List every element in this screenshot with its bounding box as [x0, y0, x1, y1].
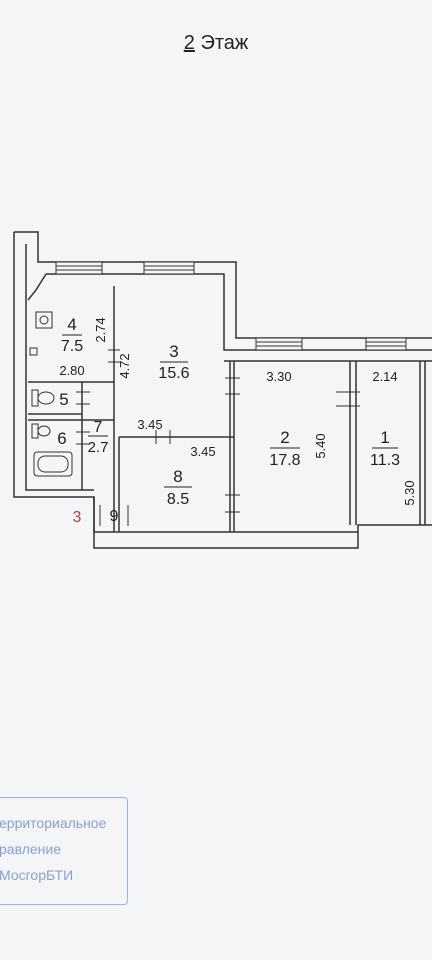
window [143, 261, 195, 275]
room-area: 17.8 [269, 452, 300, 469]
room-number: 3 [169, 342, 178, 361]
dimension-label: 2.14 [372, 369, 397, 384]
sink-icon [31, 423, 51, 439]
doors [76, 349, 360, 526]
door [76, 391, 90, 405]
pipe-icon [29, 347, 38, 356]
entry-marker: 3 [73, 509, 82, 526]
toilet-icon [31, 389, 55, 407]
door [108, 349, 120, 363]
bathtub-icon [33, 451, 73, 477]
dimension-label: 3.45 [190, 444, 215, 459]
window [55, 261, 103, 275]
door [99, 505, 129, 526]
room-number: 5 [59, 390, 68, 409]
stamp-line: равление [0, 841, 61, 857]
room-area: 2.7 [88, 439, 109, 456]
dimension-label: 3.45 [137, 417, 162, 432]
window [255, 337, 303, 351]
window [365, 337, 407, 351]
fixtures [29, 311, 73, 477]
door [225, 494, 240, 513]
room-area: 15.6 [158, 365, 189, 382]
door [155, 430, 171, 444]
door [225, 377, 240, 395]
room-area: 11.3 [370, 452, 400, 469]
dimension-label: 5.30 [402, 480, 417, 505]
stamp-line: ерриториальное [0, 815, 107, 831]
stove-icon [35, 311, 53, 329]
windows [55, 261, 407, 351]
dimension-label: 2.80 [59, 363, 84, 378]
dimension-labels: 2.74 2.80 4.72 3.30 2.14 3.45 3.45 5.40 … [59, 317, 417, 505]
stamp-line: МосгорБТИ [0, 867, 74, 883]
door [76, 431, 90, 445]
room-number: 6 [57, 429, 66, 448]
room-area: 8.5 [167, 491, 189, 508]
room-number: 2 [280, 428, 289, 447]
room-number: 4 [67, 315, 76, 334]
room-number: 8 [173, 467, 182, 486]
room-number: 7 [94, 419, 103, 436]
dimension-label: 3.30 [266, 369, 291, 384]
walls [13, 231, 432, 549]
floor-word: Этаж [200, 32, 249, 54]
dimension-label: 4.72 [117, 353, 132, 378]
bti-stamp: ерриториальное равление МосгорБТИ [0, 797, 128, 905]
room-number: 9 [110, 508, 119, 525]
room-labels: 4 7.5 3 15.6 2 17.8 1 11.3 5 6 7 2.7 8 8… [57, 315, 400, 525]
room-area: 7.5 [61, 338, 83, 355]
door [336, 391, 360, 407]
floor-title: 2 Этаж [0, 32, 432, 55]
dimension-label: 5.40 [313, 433, 328, 458]
floor-number: 2 [183, 32, 195, 54]
room-number: 1 [380, 428, 389, 447]
dimension-label: 2.74 [93, 317, 108, 342]
